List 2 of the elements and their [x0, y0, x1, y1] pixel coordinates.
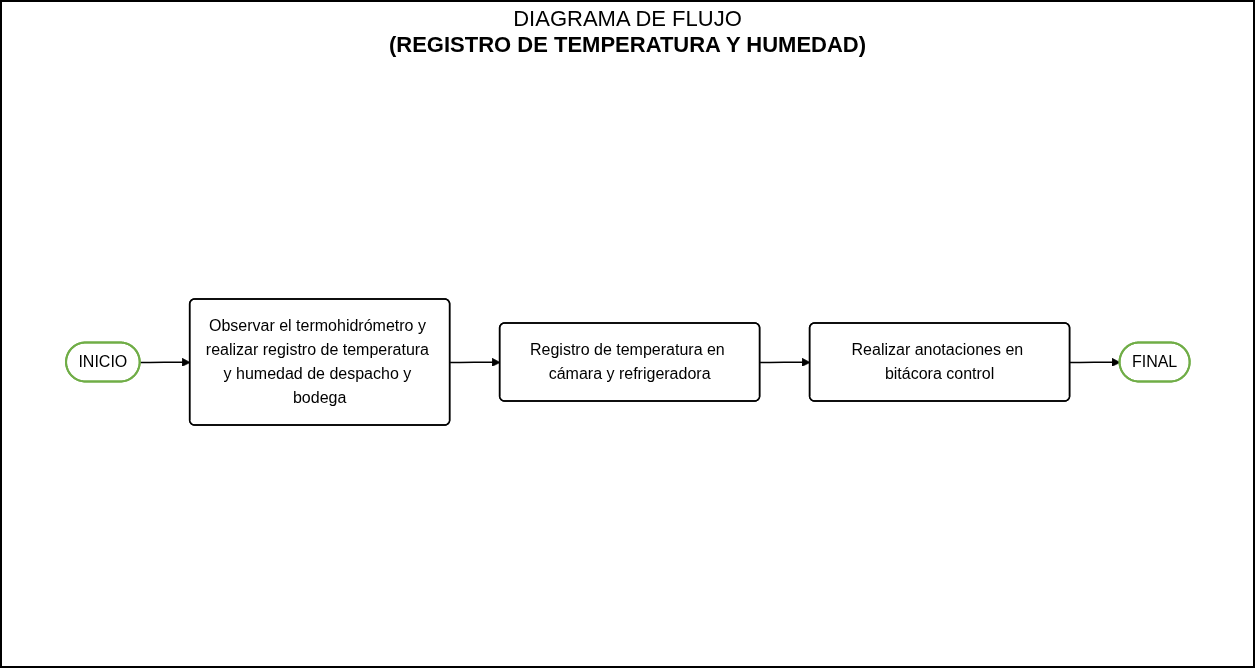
- diagram-title: DIAGRAMA DE FLUJO: [513, 6, 742, 32]
- subtitle: (REGISTRO DE TEMPERATURA Y HUMEDAD): [388, 32, 867, 58]
